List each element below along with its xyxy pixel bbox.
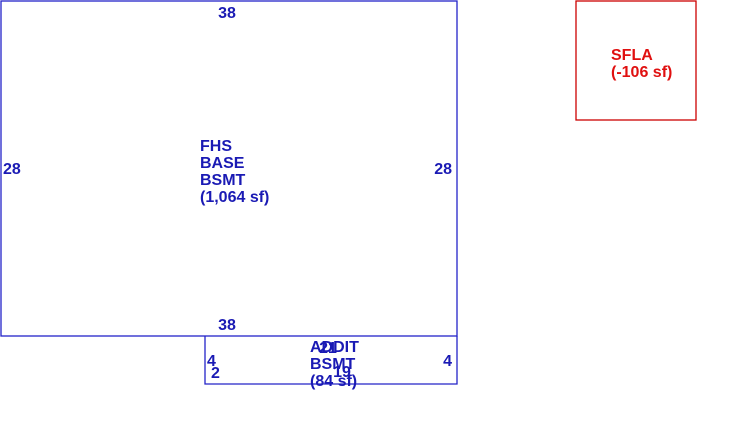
main-label-line-3: BSMT (200, 172, 246, 189)
main-label-line-2: BASE (200, 155, 245, 172)
main-label-line-4: (1,064 sf) (200, 189, 269, 206)
addition-left-dimension: 4 (207, 353, 216, 370)
sfla-area: SFLA (-106 sf) (575, 0, 697, 121)
addition-label-line-2: BSMT (310, 356, 356, 373)
sfla-label-line-2: (-106 sf) (611, 64, 672, 81)
main-area-outline (0, 0, 458, 337)
main-area: 38 28 28 38 FHS BASE BSMT (1,064 sf) (0, 0, 458, 337)
addition-area-label: ADDIT BSMT (84 sf) (310, 339, 363, 390)
main-bottom-dimension: 38 (218, 317, 236, 334)
addition-bottom-dimension: 19 (333, 364, 351, 381)
sfla-area-outline (575, 0, 697, 121)
main-label-line-1: FHS (200, 138, 232, 155)
main-area-label: FHS BASE BSMT (1,064 sf) (200, 138, 269, 206)
main-top-dimension: 38 (218, 5, 236, 22)
addition-area: 4 2 4 21 19 ADDIT BSMT (84 sf) (204, 336, 458, 390)
main-left-dimension: 28 (3, 161, 21, 178)
addition-label-line-3: (84 sf) (310, 373, 357, 390)
sfla-area-label: SFLA (-106 sf) (611, 47, 672, 81)
main-right-dimension: 28 (434, 161, 452, 178)
addition-area-outline (204, 336, 458, 385)
sfla-label-line-1: SFLA (611, 47, 653, 64)
addition-right-dimension: 4 (443, 353, 452, 370)
addition-label-line-1: ADDIT (310, 339, 359, 356)
addition-top-dimension: 21 (319, 340, 337, 357)
addition-left-lower-dimension: 2 (211, 365, 220, 382)
